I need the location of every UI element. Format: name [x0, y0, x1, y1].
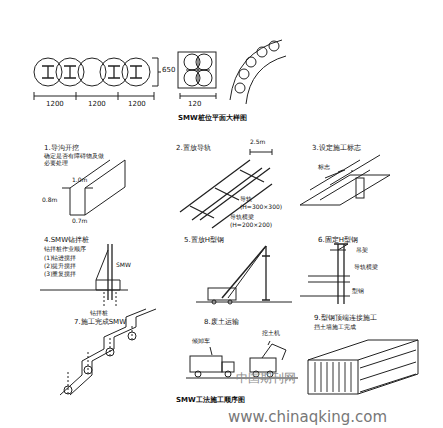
part-name: 导轨横梁 — [230, 214, 254, 221]
note: 挡土墙施工完成 — [314, 324, 356, 331]
part-name: 导轨 — [240, 196, 252, 203]
note: 确定是否有障碍物及做必要处理 — [44, 153, 106, 167]
step-title: 4.SMW钻拌桩 — [44, 236, 89, 244]
dimension: 2.5m — [250, 139, 265, 146]
part-name: 挖土机 — [262, 330, 280, 337]
leader-line — [338, 170, 343, 172]
step-title: 7.施工完成SMW — [74, 318, 126, 326]
plan-title: SMW桩位平面大样图 — [178, 114, 247, 122]
note: (1)钻进搅拌 — [44, 255, 77, 262]
part-name: (H=300×300) — [240, 204, 282, 211]
step-title: 6.固定H型钢 — [318, 236, 358, 244]
h-beam-fix — [300, 244, 350, 304]
step-title: 5.置放H型钢 — [184, 236, 224, 244]
part-name: 导轨横梁 — [354, 264, 378, 271]
watermark-url: www.chinaqking.com — [228, 409, 387, 426]
smw-wall — [60, 309, 156, 395]
note: (2)提升搅拌 — [44, 263, 77, 270]
dimension: 120 — [188, 100, 201, 108]
drill-rig — [40, 244, 128, 308]
trench — [62, 160, 125, 215]
part-name: 标志 — [318, 164, 330, 171]
part-name: (H=200×200) — [230, 222, 272, 229]
watermark: 中国期刊网 — [236, 372, 296, 386]
pile-plan — [34, 58, 161, 100]
pile-detail — [178, 52, 216, 99]
part-name: 吊架 — [356, 247, 368, 254]
step-title: 1.导沟开挖 — [44, 144, 79, 152]
note: 钻拌桩作业顺序 — [44, 246, 86, 253]
part-name: 钻拌桩 — [90, 310, 108, 317]
corner-arc — [230, 40, 286, 104]
dimension: 1200 — [88, 100, 106, 108]
marker-beam — [300, 155, 390, 205]
part-name: 倾卸车 — [192, 338, 210, 345]
step-title: 3.设定施工标志 — [312, 144, 361, 152]
dimension: 0.7m — [72, 218, 87, 225]
capping-beam — [308, 340, 418, 394]
step-title: 8.废土运输 — [204, 318, 239, 326]
step-title: 2.置放导轨 — [176, 144, 211, 152]
dimension: 650 — [162, 66, 175, 74]
part-name: SMW — [116, 262, 131, 269]
guide-rails — [180, 149, 272, 228]
part-name: 型钢 — [352, 288, 364, 295]
crane — [196, 246, 292, 304]
caption: SMW工法施工顺序图 — [176, 396, 245, 404]
dimension: 1200 — [128, 100, 146, 108]
dimension: 1200 — [46, 100, 64, 108]
dimension: 0.8m — [42, 197, 57, 204]
dimension: 1.0m — [72, 177, 87, 184]
step-title: 9.型钢顶端连接施工 — [314, 314, 377, 322]
note: (3)重复搅拌 — [44, 271, 77, 278]
